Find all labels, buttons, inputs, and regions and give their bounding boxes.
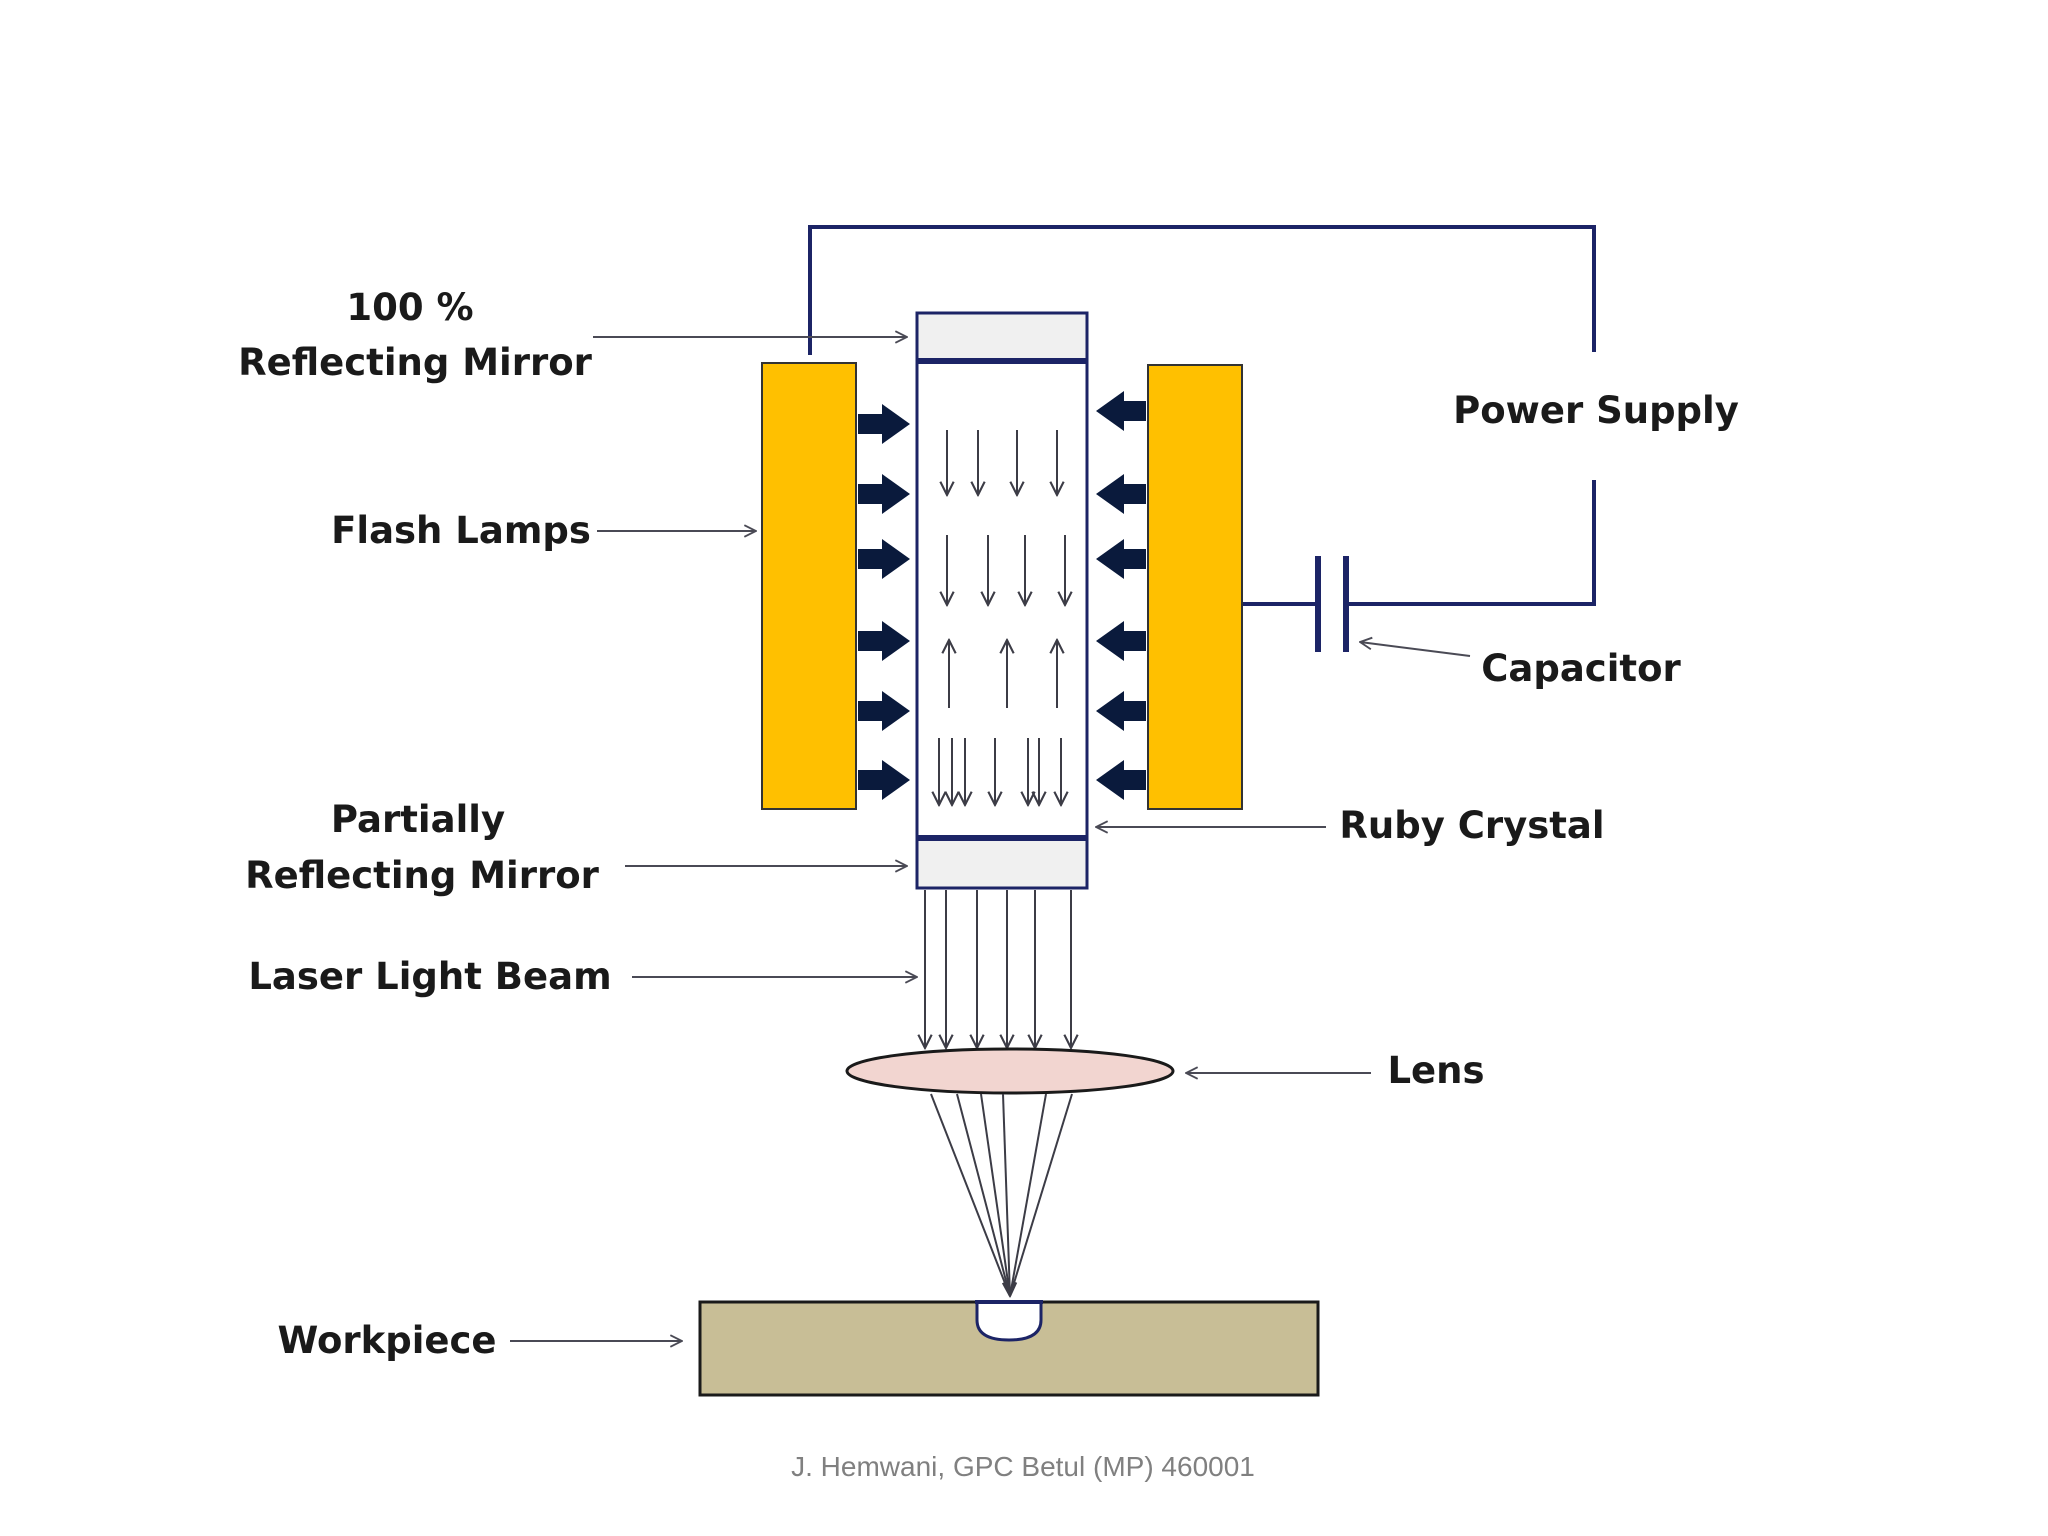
label-reflecting-mirror: Reflecting Mirror xyxy=(238,341,593,384)
focus-line xyxy=(930,1093,1011,1297)
pump-arrow-left xyxy=(858,760,910,800)
label-partially: Partially xyxy=(331,798,505,841)
label-lens: Lens xyxy=(1387,1049,1484,1092)
label-partially-reflecting-mirror: Reflecting Mirror xyxy=(245,854,600,897)
focus-line xyxy=(1009,1093,1073,1297)
capacitor-symbol xyxy=(1315,556,1349,652)
pump-arrow-right xyxy=(1096,760,1146,800)
focus-lines xyxy=(930,1093,1073,1297)
lens xyxy=(845,1047,1175,1095)
laser-beam-lines xyxy=(925,890,1071,1048)
label-flash-lamps: Flash Lamps xyxy=(331,509,591,552)
footer-credit: J. Hemwani, GPC Betul (MP) 460001 xyxy=(791,1451,1255,1482)
focus-line xyxy=(1009,1093,1047,1297)
power-supply-circuit xyxy=(808,225,1596,606)
flash-lamp-right xyxy=(1147,364,1243,810)
pump-arrow-left xyxy=(858,539,910,579)
label-ruby-crystal: Ruby Crystal xyxy=(1339,804,1604,847)
focus-line xyxy=(980,1093,1011,1297)
full-reflecting-mirror xyxy=(915,311,1089,363)
pump-arrow-left xyxy=(858,404,910,444)
label-100-percent: 100 % xyxy=(346,286,473,329)
label-power-supply: Power Supply xyxy=(1453,389,1739,432)
label-pointers xyxy=(510,337,1471,1341)
photon-arrows xyxy=(939,430,1065,805)
pump-arrow-right xyxy=(1096,621,1146,661)
pump-arrow-right xyxy=(1096,539,1146,579)
focus-line xyxy=(1003,1093,1010,1296)
partial-reflecting-mirror xyxy=(915,836,1089,890)
pump-arrow-right xyxy=(1096,691,1146,731)
machined-cavity xyxy=(975,1300,1043,1342)
label-capacitor: Capacitor xyxy=(1481,647,1681,690)
pump-arrow-right xyxy=(1096,391,1146,431)
flash-lamp-left xyxy=(761,362,857,810)
pump-arrow-left xyxy=(858,621,910,661)
pump-arrow-left xyxy=(858,691,910,731)
pump-arrows xyxy=(858,391,1146,800)
pump-arrow-right xyxy=(1096,474,1146,514)
label-workpiece: Workpiece xyxy=(277,1319,496,1362)
pointer-capacitor xyxy=(1360,642,1471,657)
pump-arrow-left xyxy=(858,474,910,514)
labels: 100 % Reflecting Mirror Flash Lamps Part… xyxy=(238,286,1739,1362)
focus-line xyxy=(956,1093,1011,1297)
label-laser-light-beam: Laser Light Beam xyxy=(248,955,611,998)
